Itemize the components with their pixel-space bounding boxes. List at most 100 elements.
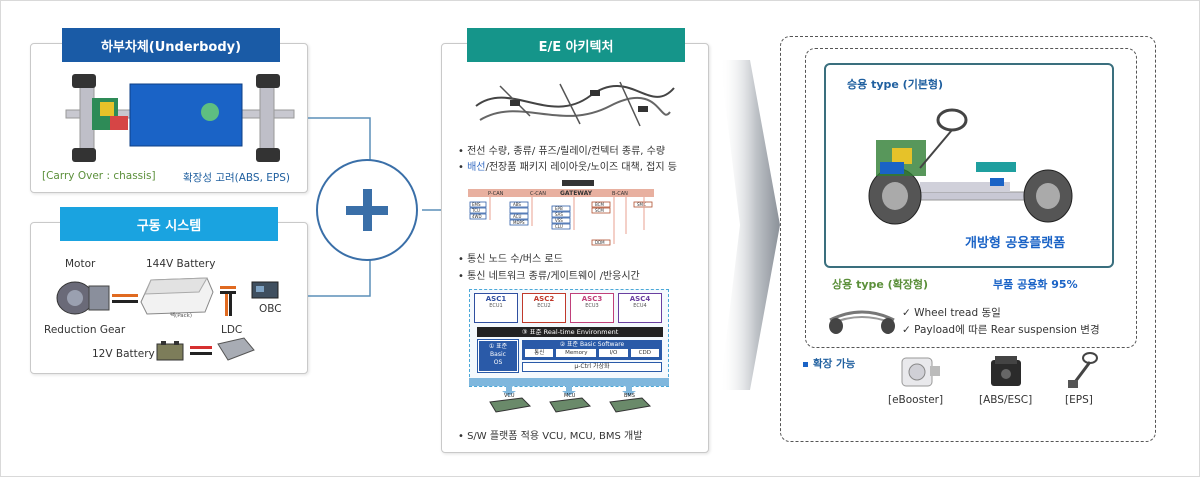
node-bcm: BCM — [595, 202, 604, 207]
ldc-connector — [220, 286, 236, 316]
asc1-box: ASC1 ECU1 — [474, 293, 518, 323]
asc4-label: ASC4 — [629, 295, 651, 303]
obc-image — [251, 281, 279, 299]
node-acu: ACU — [513, 214, 521, 219]
asc3-label: ASC3 — [581, 295, 603, 303]
battery12-link-red — [190, 346, 212, 349]
bsw-box: ② 표준 Basic Software 통신 Memory I/O CDD — [522, 340, 662, 360]
node-ddm: DDM — [595, 240, 605, 245]
battery12-link-black — [190, 352, 212, 355]
pcan-label: P-CAN — [488, 191, 504, 197]
motor-link-line-2 — [112, 300, 138, 303]
node-4wd: 4WD — [472, 214, 482, 219]
expandable-label: 확장 가능 — [803, 356, 855, 371]
chassis-image — [65, 74, 295, 162]
abs-esc-label: [ABS/ESC] — [979, 394, 1033, 406]
ecu-mcu: MCU — [564, 393, 576, 399]
passenger-type-label: 승용 type (기본형) — [847, 78, 944, 91]
underbody-header: 하부차체(Underbody) — [62, 28, 280, 62]
node-mdps: MDPS — [513, 220, 525, 225]
motor-image — [56, 281, 110, 315]
bsw-title: ② 표준 Basic Software — [559, 341, 625, 348]
node-sas: SAS — [555, 212, 563, 217]
ecu-bms: BMS — [624, 393, 635, 399]
asc1-ecu: ECU1 — [489, 303, 503, 309]
sw-platform-base — [469, 378, 669, 386]
asc3-ecu: ECU3 — [585, 303, 599, 309]
battery12-image — [156, 341, 184, 361]
bsw-item-comm: 통신 — [525, 349, 554, 357]
asc-row: ASC1 ECU1 ASC2 ECU2 ASC3 ECU3 ASC4 ECU4 — [474, 293, 664, 325]
ebooster-image — [901, 357, 940, 387]
os-line2: OS — [493, 359, 503, 366]
battery12-label: 12V Battery — [92, 348, 155, 360]
eps-image — [1068, 352, 1098, 388]
node-epb: EPB — [555, 206, 563, 211]
abs-esc-image — [991, 356, 1021, 386]
bsw-item-memory: Memory — [556, 349, 597, 357]
big-arrow — [720, 60, 780, 390]
parts-commonality-label: 부품 공용화 95% — [993, 278, 1078, 291]
bsw-items: 통신 Memory I/O CDD — [522, 349, 662, 357]
ecu-chips: VCU MCU BMS — [489, 386, 652, 413]
ee-header: E/E 아키텍처 — [467, 28, 685, 62]
motor-label: Motor — [65, 258, 96, 270]
asc2-label: ASC2 — [533, 295, 555, 303]
ee-bullet-4: • 통신 네트워크 종류/게이트웨이 /반응시간 — [458, 271, 640, 282]
bsw-item-cdd: CDD — [630, 349, 659, 357]
asc4-ecu: ECU4 — [633, 303, 647, 309]
ldc-image — [217, 337, 255, 361]
ee-bullet-3: • 통신 노드 수/버스 로드 — [458, 254, 563, 265]
basic-os-box: ① 표준 Basic OS — [477, 339, 519, 373]
platform-inner-dashed — [805, 48, 1137, 348]
motor-link-line — [112, 294, 138, 297]
os-title: ① 표준 — [488, 343, 508, 350]
ebooster-label: [eBooster] — [888, 394, 944, 406]
asc3-box: ASC3 ECU3 — [570, 293, 614, 323]
bsw-item-io: I/O — [599, 349, 628, 357]
node-scm: SCM — [595, 208, 604, 213]
open-platform-label: 개방형 공용플랫폼 — [965, 236, 1066, 251]
commercial-type-label: 상용 type (확장형) — [832, 278, 929, 291]
platform-chassis-image — [868, 108, 1073, 225]
node-clu: CLU — [555, 224, 563, 229]
connector-lines — [308, 117, 442, 297]
obc-label: OBC — [259, 303, 282, 315]
check-rear-suspension: ✓ Payload에 따른 Rear suspension 변경 — [902, 324, 1100, 336]
ee-bullet-5: • S/W 플랫폼 적용 VCU, MCU, BMS 개발 — [458, 431, 643, 442]
battery144-label: 144V Battery — [146, 258, 216, 270]
node-smk: SMK — [637, 202, 646, 207]
uctrl-bar: μ-Ctrl 가상화 — [522, 362, 662, 372]
eps-label: [EPS] — [1065, 394, 1093, 406]
node-vss: VSS — [555, 218, 563, 223]
wire-harness-image — [475, 81, 675, 127]
ee-bullet-1: • 전선 수량, 종류/ 퓨즈/릴레이/컨텍터 종류, 수량 — [458, 146, 666, 157]
ee-bullet-2: • 배선/전장품 패키지 레이아웃/노이즈 대책, 접지 등 — [458, 162, 677, 173]
expand-consideration-label: 확장성 고려(ABS, EPS) — [183, 172, 291, 184]
rte-bar: ③ 표준 Real-time Environment — [477, 327, 663, 337]
asc2-box: ASC2 ECU2 — [522, 293, 566, 323]
reduction-gear-label: Reduction Gear — [44, 324, 126, 336]
battery144-image — [140, 277, 214, 315]
passenger-box — [824, 63, 1114, 268]
ccan-label: C-CAN — [530, 191, 546, 197]
rear-suspension-image — [829, 310, 895, 334]
node-tcu: TCU — [471, 208, 480, 213]
gateway-label: GATEWAY — [560, 190, 593, 197]
platform-outer-dashed — [780, 36, 1156, 442]
asc2-ecu: ECU2 — [537, 303, 551, 309]
os-line1: Basic — [490, 351, 506, 358]
expandable-bullet — [803, 361, 808, 367]
carry-over-label: [Carry Over : chassis] — [42, 170, 156, 182]
drive-system-header: 구동 시스템 — [60, 207, 278, 241]
asc4-box: ASC4 ECU4 — [618, 293, 662, 323]
node-ems: EMS — [472, 202, 481, 207]
battery-pack-label: 팩(Pack) — [170, 313, 193, 319]
ldc-label: LDC — [221, 324, 243, 336]
node-abs: ABS — [513, 202, 521, 207]
plus-circle — [316, 159, 418, 261]
bcan-label: B-CAN — [612, 191, 628, 197]
can-network-diagram: P-CAN C-CAN GATEWAY B-CAN EMS TCU 4WD AB… — [468, 180, 654, 246]
asc1-label: ASC1 — [485, 295, 507, 303]
check-wheel-tread: ✓ Wheel tread 동일 — [902, 307, 1001, 319]
